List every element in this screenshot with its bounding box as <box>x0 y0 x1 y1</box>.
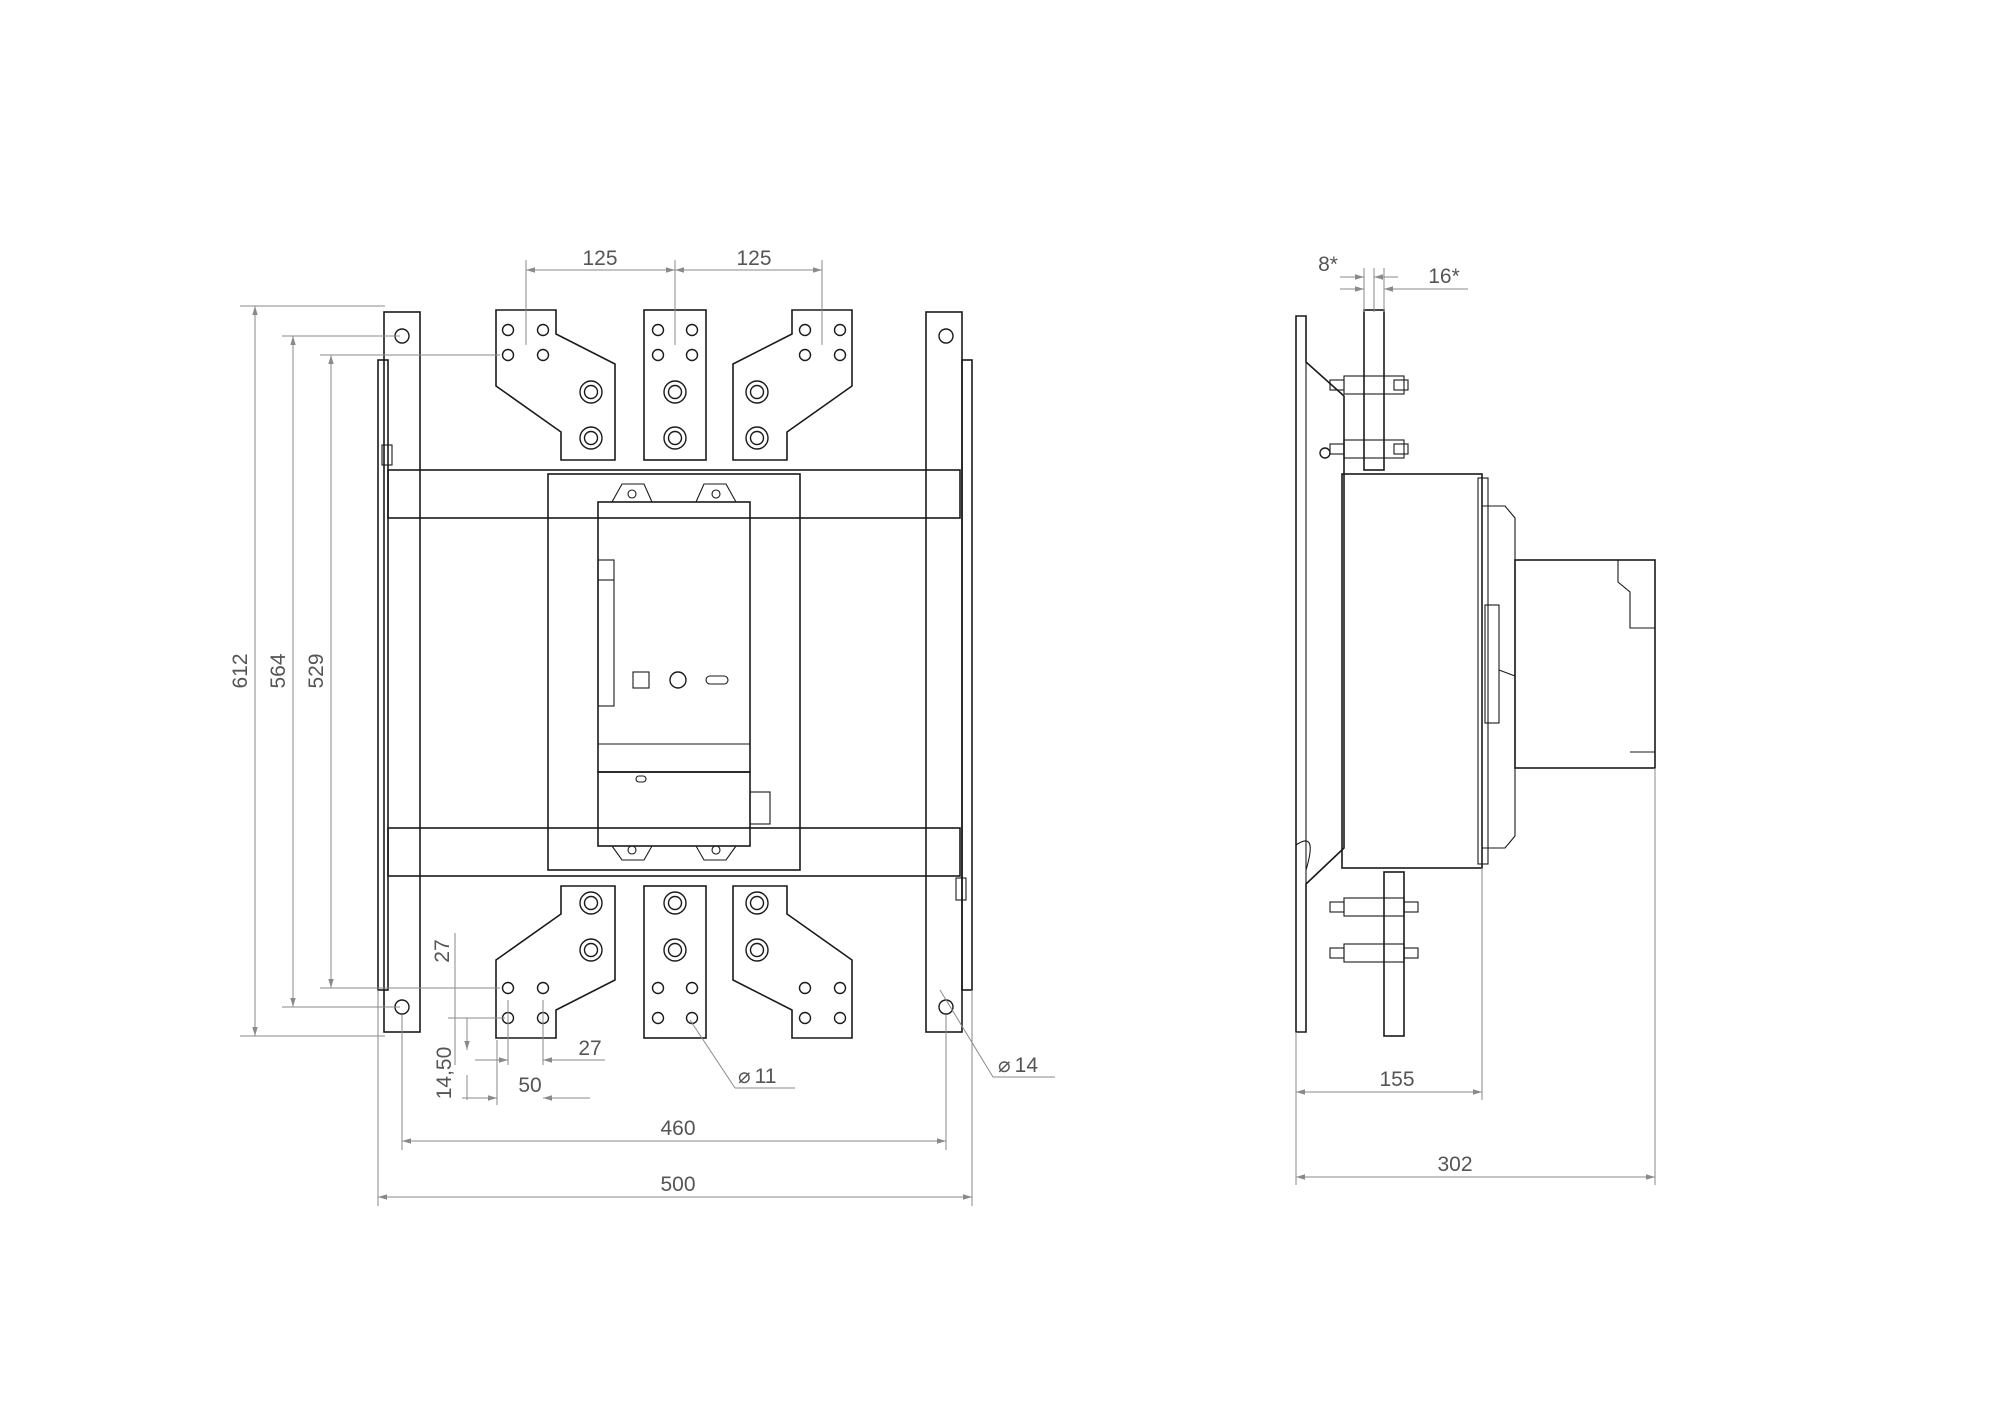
dim-height-564: 564 <box>267 653 290 688</box>
side-breaker-body <box>1341 473 1656 869</box>
upper-busbar-center <box>643 309 707 461</box>
dim-pitch-left: 125 <box>582 247 617 270</box>
dim-thickness-16: 16* <box>1428 265 1460 288</box>
dim-hole-dia-14: ⌀14 <box>998 1054 1038 1077</box>
upper-cross-bar <box>387 469 961 519</box>
lower-busbar-right <box>732 885 853 1039</box>
dim-hole-dia-11-value: 11 <box>755 1065 777 1088</box>
breaker-body <box>547 473 801 871</box>
side-lower-busbar <box>1329 871 1419 1037</box>
dim-width-460: 460 <box>660 1117 695 1140</box>
dim-depth-155: 155 <box>1379 1068 1414 1091</box>
lower-cross-bar <box>387 827 961 877</box>
left-mounting-rail <box>377 311 421 1033</box>
front-dimensions <box>240 260 1055 1206</box>
dim-hole-dia-11: ⌀11 <box>738 1065 776 1088</box>
dim-terminal-27-horizontal: 27 <box>578 1037 601 1060</box>
side-mounting-frame <box>1295 315 1345 1033</box>
side-dimensions <box>1295 268 1656 1185</box>
dim-thickness-8: 8* <box>1318 253 1338 276</box>
side-view: 8* 16* 155 302 <box>1295 253 1656 1185</box>
dim-hole-dia-14-value: 14 <box>1015 1054 1039 1077</box>
dim-width-500: 500 <box>660 1173 695 1196</box>
front-view: 125 125 612 564 529 27 14,50 27 50 ⌀11 ⌀… <box>229 247 1055 1206</box>
dim-terminal-14-50: 14,50 <box>433 1047 456 1100</box>
right-mounting-rail <box>925 311 973 1033</box>
dim-pitch-right: 125 <box>736 247 771 270</box>
upper-busbar-right <box>732 309 853 461</box>
dim-terminal-50: 50 <box>518 1074 541 1097</box>
dim-height-529: 529 <box>305 653 328 688</box>
dim-terminal-27-vertical: 27 <box>431 939 454 962</box>
diameter-symbol: ⌀ <box>738 1065 751 1088</box>
dim-height-612: 612 <box>229 653 252 688</box>
dim-depth-302: 302 <box>1437 1153 1472 1176</box>
lower-busbar-center <box>643 885 707 1039</box>
side-upper-busbar <box>1329 309 1409 471</box>
lower-busbar-left <box>495 885 616 1039</box>
diameter-symbol: ⌀ <box>998 1054 1011 1077</box>
upper-busbar-left <box>495 309 616 461</box>
